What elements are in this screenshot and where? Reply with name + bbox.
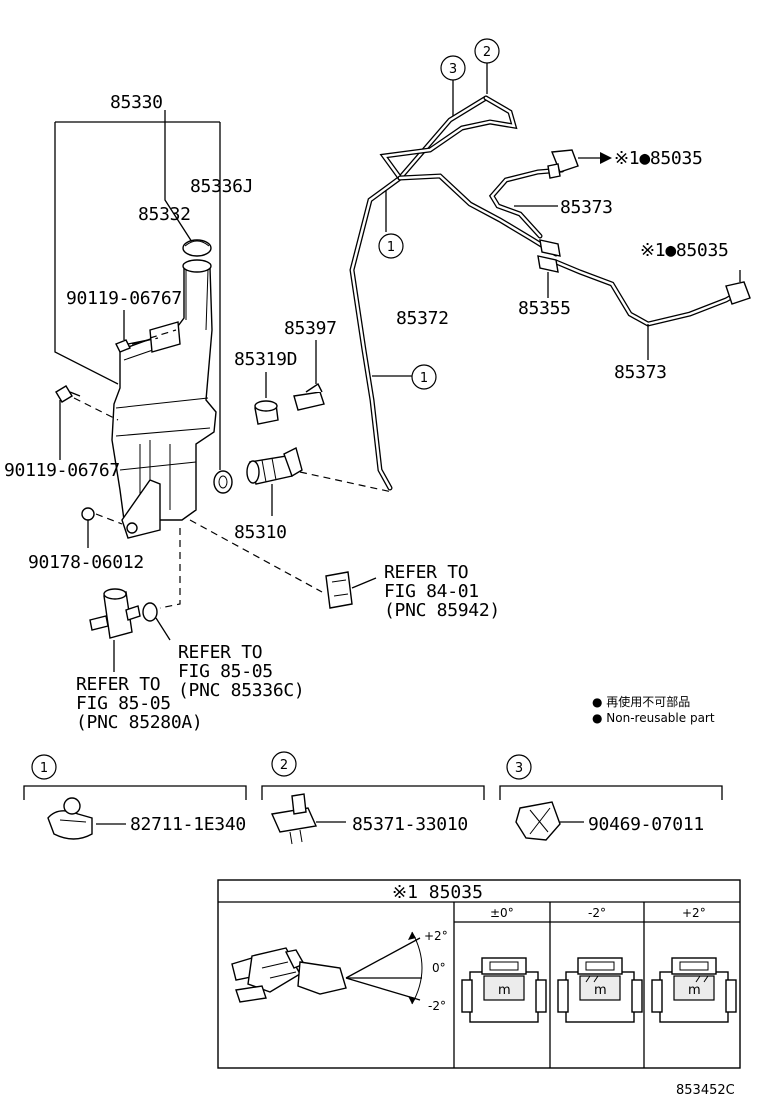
grommet-85336c [142, 602, 171, 641]
col-header-0: ±0° [490, 906, 514, 920]
callout-85035-mid: ※1●85035 [640, 240, 729, 261]
tank-cap-85332 [182, 239, 212, 257]
svg-text:(PNC 85280A): (PNC 85280A) [76, 712, 202, 733]
hose-85373-top [488, 167, 565, 239]
callout-85372: 85372 [396, 308, 449, 329]
svg-text:FIG 85-05: FIG 85-05 [76, 693, 171, 714]
clip-group-2: 2 85371-33010 [261, 751, 485, 845]
svg-text:m: m [498, 983, 511, 998]
col-header-plus: +2° [682, 906, 706, 920]
svg-text:(PNC 85942): (PNC 85942) [384, 600, 500, 621]
callout-85319d: 85319D [234, 349, 297, 370]
legend-jp: ● 再使用不可部品 [592, 694, 690, 709]
svg-text:REFER TO: REFER TO [76, 674, 160, 695]
svg-text:1: 1 [420, 371, 428, 386]
bolt-90119-top [115, 310, 159, 353]
svg-text:m: m [594, 983, 607, 998]
clip-group-1: 1 82711-1E340 [23, 754, 247, 840]
connector-fig-84-01 [189, 519, 377, 609]
callout-85330: 85330 [110, 92, 163, 113]
callout-90119-left: 90119-06767 [4, 460, 120, 481]
svg-text:FIG 85-05: FIG 85-05 [178, 661, 273, 682]
svg-text:REFER TO: REFER TO [178, 642, 262, 663]
nozzle-angle-table: ※1 85035 ±0° -2° +2° +2° 0° -2° [217, 879, 741, 1069]
nozzle-face-minus: m [557, 957, 643, 1023]
nozzle-face-0: m [461, 957, 547, 1023]
clip-part-82711: 82711-1E340 [130, 814, 246, 835]
nozzle-85035-mid [725, 270, 751, 305]
hose-85373-bottom [553, 259, 743, 360]
svg-text:3: 3 [449, 62, 457, 77]
washer-pump-85310 [246, 446, 393, 516]
callout-85373-top: 85373 [560, 197, 613, 218]
svg-text:FIG 84-01: FIG 84-01 [384, 581, 479, 602]
callout-90178: 90178-06012 [28, 552, 144, 573]
nut-90178 [81, 507, 123, 548]
washer-tank-assembly [54, 110, 221, 539]
svg-text:REFER TO: REFER TO [384, 562, 468, 583]
clip-group-3: 3 90469-07011 [499, 754, 723, 841]
nozzle-85035-top [547, 149, 612, 179]
col-header-minus: -2° [588, 906, 606, 920]
joint-85355 [537, 239, 561, 298]
svg-text:1: 1 [40, 761, 48, 776]
svg-text:m: m [688, 983, 701, 998]
circle-marker-1-mid: 1 [411, 364, 437, 390]
figure-code: 853452C [676, 1083, 735, 1098]
refer-note-fig-84-01: REFER TO FIG 84-01 (PNC 85942) [384, 562, 500, 621]
svg-text:3: 3 [515, 761, 523, 776]
callout-85355: 85355 [518, 298, 571, 319]
circle-marker-3: 3 [440, 55, 466, 116]
svg-text:1: 1 [387, 240, 395, 255]
callout-90119-top: 90119-06767 [66, 288, 182, 309]
circle-marker-1-top: 1 [378, 233, 404, 259]
svg-text:-2°: -2° [428, 999, 446, 1013]
svg-text:+2°: +2° [424, 929, 448, 943]
refer-note-fig-85-05-c: REFER TO FIG 85-05 (PNC 85336C) [178, 642, 305, 701]
grommet-85319d [254, 372, 279, 425]
legend-en: ● Non-reusable part [592, 711, 715, 725]
hose-branch [379, 95, 559, 257]
nozzle-side-illustration: +2° 0° -2° [231, 929, 448, 1013]
refer-note-fig-85-05-a: REFER TO FIG 85-05 (PNC 85280A) [76, 674, 203, 733]
pump-motor-85280a [89, 528, 181, 672]
svg-text:0°: 0° [432, 961, 446, 975]
clip-part-90469: 90469-07011 [588, 814, 704, 835]
callout-85310: 85310 [234, 522, 287, 543]
callout-85035-top: ※1●85035 [614, 148, 703, 169]
callout-85373-bottom: 85373 [614, 362, 667, 383]
svg-text:2: 2 [280, 758, 288, 773]
hose-85372 [349, 95, 489, 491]
bolt-90119-left [55, 385, 119, 460]
grommet-85336j [213, 470, 233, 494]
callout-85336j: 85336J [190, 176, 253, 197]
table-title: ※1 85035 [392, 882, 483, 903]
clip-part-85371: 85371-33010 [352, 814, 468, 835]
joint-85397 [293, 340, 325, 411]
nozzle-face-plus: m [651, 957, 737, 1023]
svg-text:(PNC 85336C): (PNC 85336C) [178, 680, 304, 701]
circle-marker-2: 2 [474, 38, 500, 94]
svg-text:2: 2 [483, 45, 491, 60]
callout-85397: 85397 [284, 318, 337, 339]
callout-85332: 85332 [138, 204, 191, 225]
